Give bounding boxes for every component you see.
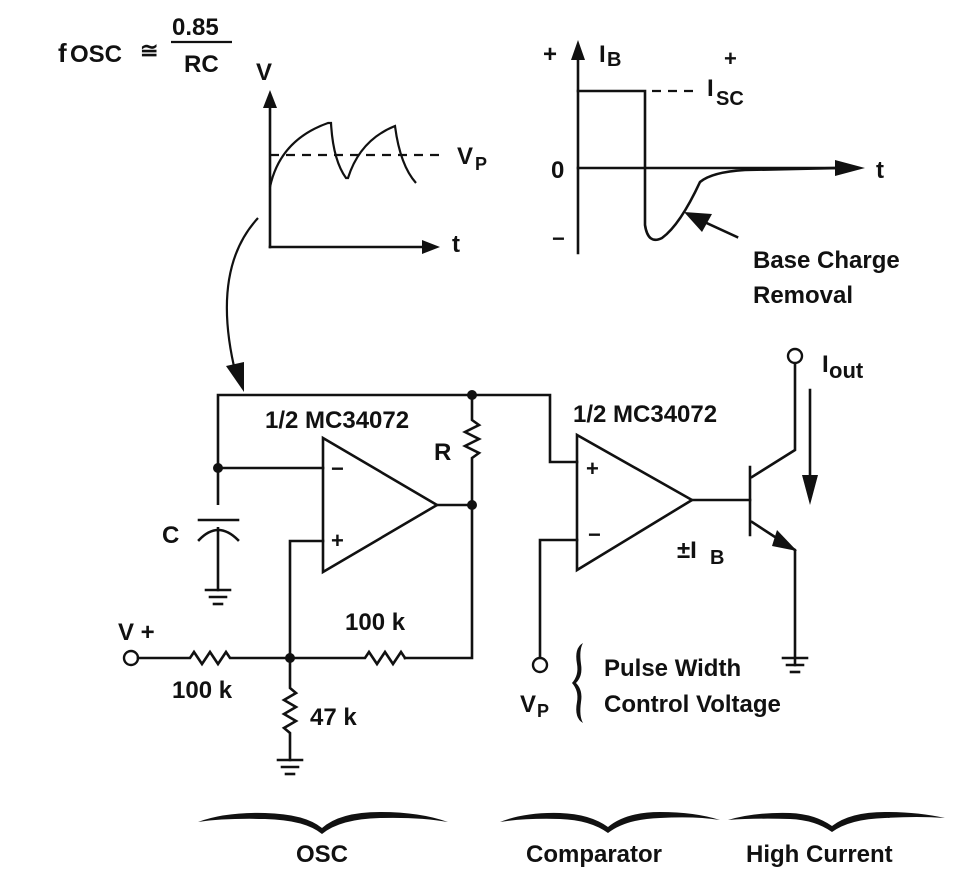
- iout-direction-arrow-icon: [802, 475, 818, 505]
- resistor-r-label: R: [434, 439, 451, 466]
- osc-opamp-minus: −: [331, 456, 344, 481]
- feedback-resistor-label: 100 k: [345, 609, 406, 636]
- junction-capacitor: [213, 463, 223, 473]
- isc-subscript: SC: [716, 88, 744, 110]
- isc-label: I: [707, 75, 714, 102]
- high-current-brace: [728, 812, 945, 832]
- oscillator-frequency-formula: f OSC ≅ 0.85 RC: [58, 14, 232, 78]
- t-axis-arrow-icon: [422, 240, 440, 254]
- oscillator-opamp: [321, 435, 440, 575]
- t-axis-label-2: t: [876, 157, 884, 184]
- voltage-waveform-plot: V t V P: [256, 59, 487, 258]
- iout-label: I: [822, 351, 829, 378]
- divider-resistor-label: 47 k: [310, 704, 357, 731]
- curved-arrow-head-icon: [226, 362, 244, 392]
- comp-vp-subscript: P: [537, 701, 549, 721]
- ground-icon: [276, 758, 304, 776]
- emitter-arrow-icon: [772, 530, 797, 551]
- annotation-arrow-head-icon: [684, 212, 712, 232]
- comp-vp-label: V: [520, 691, 536, 718]
- sawtooth-waveform: [268, 121, 417, 188]
- v-axis-label: V: [256, 59, 272, 86]
- formula-denominator: RC: [184, 51, 219, 78]
- ground-icon: [204, 588, 232, 606]
- osc-opamp-label: 1/2 MC34072: [265, 407, 409, 434]
- base-current-pulse: [576, 89, 842, 242]
- formula-numerator: 0.85: [172, 14, 219, 41]
- vp-subscript: P: [475, 154, 487, 174]
- resistor-47k: [281, 656, 299, 762]
- ib-axis-label: I: [599, 41, 606, 68]
- control-voltage-brace: [572, 643, 583, 723]
- base-current-waveform-plot: + I B 0 − t + I SC Base Charge Removal: [543, 40, 900, 309]
- ground-icon: [781, 656, 809, 674]
- isc-plus-label: +: [724, 46, 737, 71]
- section-labels: OSC Comparator High Current: [198, 812, 945, 868]
- section-label-osc: OSC: [296, 841, 348, 868]
- iout-terminal[interactable]: [786, 347, 804, 365]
- ib-axis-arrow-icon: [571, 40, 585, 60]
- noninverting-input-wire: [288, 539, 325, 660]
- section-label-high-current: High Current: [746, 841, 893, 868]
- formula-osc-subscript: OSC: [70, 41, 122, 68]
- supply-label: V +: [118, 619, 155, 646]
- time-axis-arrow-icon: [835, 160, 865, 176]
- capacitor-label: C: [162, 522, 179, 549]
- comp-opamp-label: 1/2 MC34072: [573, 401, 717, 428]
- formula-relation: ≅: [140, 38, 158, 63]
- comp-inverting-wire: [538, 538, 579, 660]
- formula-f: f: [58, 38, 67, 68]
- minus-label: −: [552, 226, 565, 251]
- section-label-comparator: Comparator: [526, 841, 662, 868]
- vp-label: V: [457, 143, 473, 170]
- control-line-1: Pulse Width: [604, 655, 741, 682]
- osc-opamp-plus: +: [331, 528, 344, 553]
- base-current-subscript: B: [710, 547, 724, 569]
- vplus-terminal[interactable]: [122, 649, 140, 667]
- oscillator-circuit: C − + 1/2 MC34072 R 100 k V + 100 k 47 k: [118, 390, 579, 776]
- control-line-2: Control Voltage: [604, 691, 781, 718]
- comparator-brace: [500, 812, 720, 833]
- top-wire: [216, 393, 579, 592]
- curved-arrow-line: [225, 217, 259, 376]
- osc-brace: [198, 812, 448, 834]
- vp-terminal[interactable]: [531, 656, 549, 674]
- comparator-circuit: 1/2 MC34072 + − V P Pulse Width Control …: [520, 401, 781, 723]
- capacitor-c-icon: [197, 505, 240, 542]
- collector-wire: [750, 360, 797, 479]
- comp-opamp-plus: +: [586, 456, 599, 481]
- resistor-100k-input: [136, 649, 292, 667]
- base-current-label: ±I: [677, 537, 697, 564]
- v-axis-arrow-icon: [263, 90, 277, 108]
- resistor-100k-feedback: [288, 649, 407, 667]
- ib-axis-subscript: B: [607, 49, 621, 71]
- annotation-line-1: Base Charge: [753, 247, 900, 274]
- zero-label: 0: [551, 157, 564, 184]
- waveform-pointer-arrow: [225, 217, 259, 392]
- resistor-r: [462, 393, 482, 507]
- input-resistor-label: 100 k: [172, 677, 233, 704]
- feedback-wire: [403, 503, 474, 660]
- comp-opamp-minus: −: [588, 522, 601, 547]
- iout-subscript: out: [829, 358, 864, 383]
- high-current-stage: I out ±I B: [677, 347, 864, 674]
- t-axis-label: t: [452, 231, 460, 258]
- comparator-opamp: [575, 432, 695, 573]
- plus-label: +: [543, 41, 557, 68]
- annotation-line-2: Removal: [753, 282, 853, 309]
